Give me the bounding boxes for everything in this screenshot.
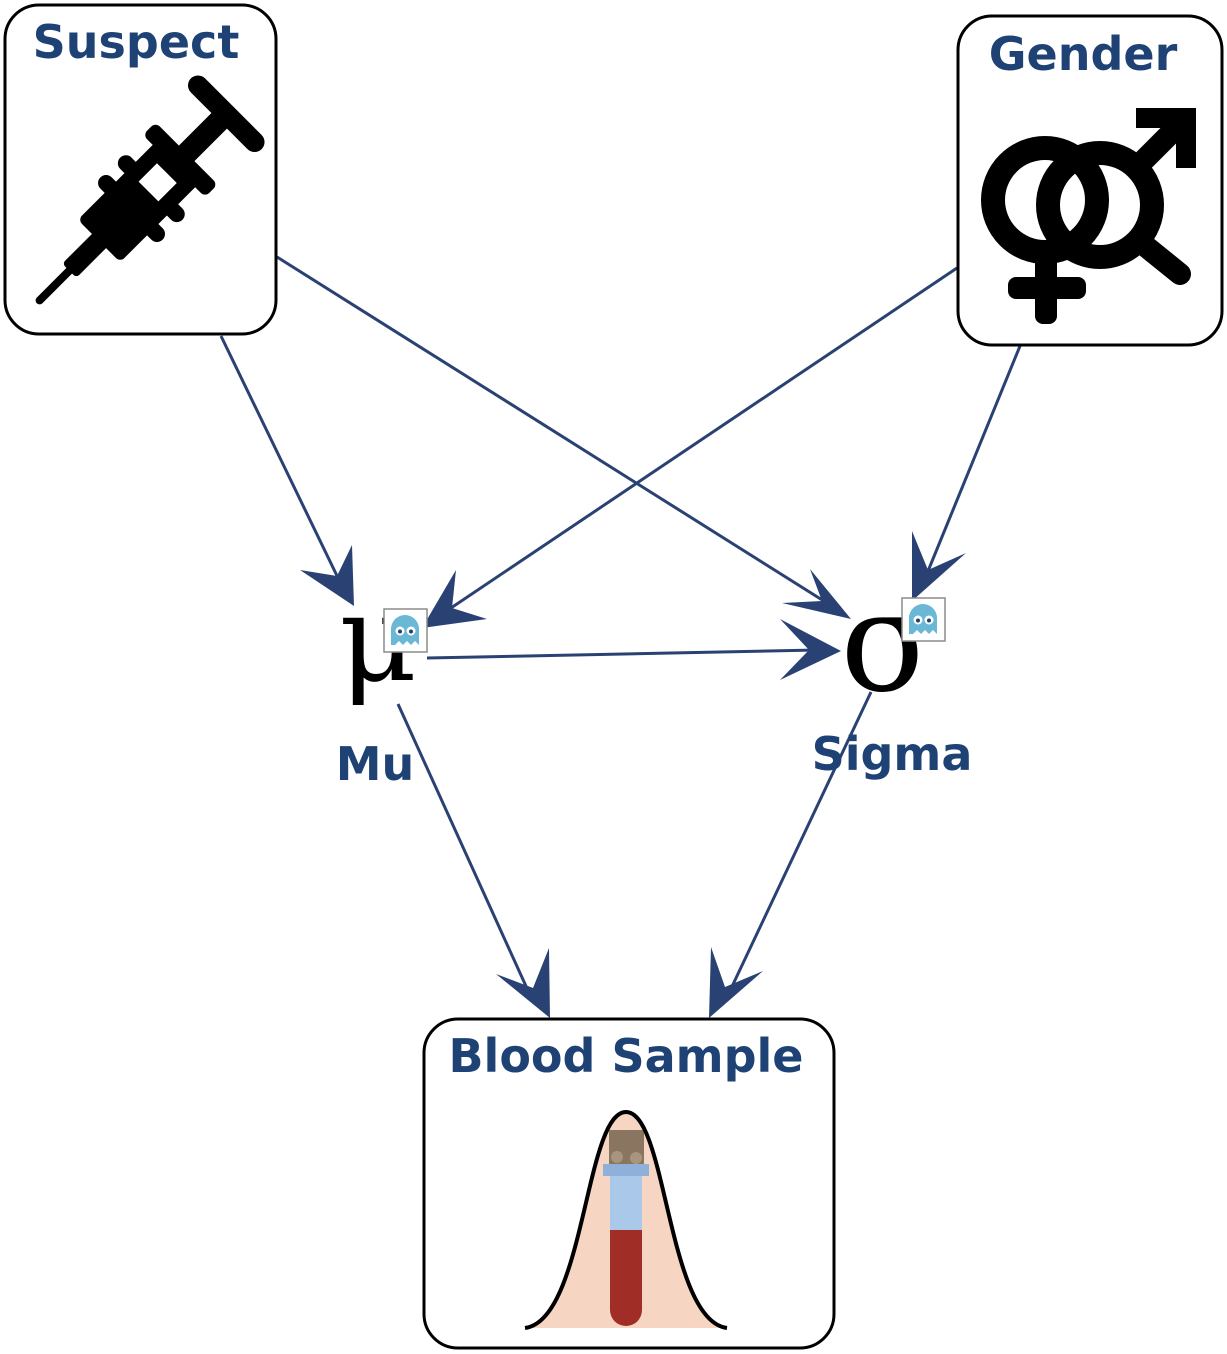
blood-tube-bell-curve-icon	[524, 1109, 728, 1330]
edge-sigma-blood	[726, 691, 873, 996]
node-sigma[interactable]: σ Sigma	[812, 561, 973, 781]
arrowhead-gender-sigma	[912, 531, 966, 601]
edge-suspect-mu	[219, 335, 342, 583]
node-sigma-label: Sigma	[812, 727, 973, 781]
arrowhead-gender-mu	[422, 570, 487, 628]
ghost-icon	[901, 597, 946, 642]
node-gender-label: Gender	[989, 27, 1178, 81]
edge-mu-sigma	[426, 648, 818, 660]
node-blood-sample-label: Blood Sample	[449, 1029, 804, 1083]
edge-gender-mu	[444, 266, 958, 614]
node-mu-label: Mu	[336, 737, 415, 791]
edge-suspect-sigma	[276, 255, 828, 605]
node-suspect-label: Suspect	[33, 15, 240, 69]
gender-symbol-icon	[981, 108, 1196, 324]
edges	[219, 255, 1022, 996]
edge-gender-sigma	[924, 345, 1022, 577]
arrowhead-mu-sigma	[780, 619, 841, 680]
node-gender[interactable]: Gender	[956, 14, 1224, 347]
node-blood-sample[interactable]: Blood Sample	[422, 1017, 836, 1350]
edge-mu-blood	[396, 703, 532, 996]
ghost-icon	[383, 608, 428, 653]
node-suspect[interactable]: Suspect	[1, 3, 278, 339]
arrowhead-mu-blood	[496, 948, 550, 1018]
node-mu[interactable]: μ Mu	[336, 570, 428, 791]
arrowhead-suspect-sigma	[782, 569, 851, 619]
syringe-icon	[35, 75, 265, 305]
sigma-symbol: σ	[840, 561, 936, 724]
arrowhead-suspect-mu	[300, 545, 354, 606]
arrowheads	[300, 531, 966, 1018]
arrowhead-sigma-blood	[709, 947, 763, 1018]
